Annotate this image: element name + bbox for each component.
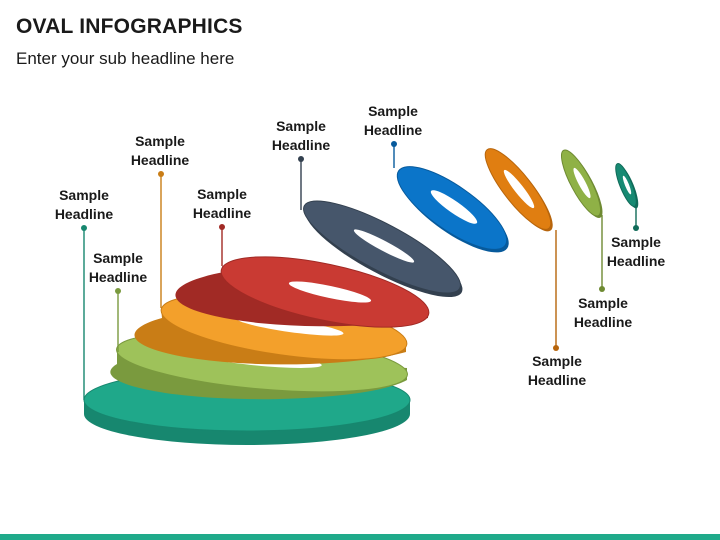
connector-9-dot	[633, 225, 639, 231]
oval-4-hole	[288, 281, 372, 303]
label-7: Sample Headline	[527, 353, 587, 388]
connector-3-dot	[158, 171, 164, 177]
connector-5-dot	[298, 156, 304, 162]
oval-9-hole	[622, 175, 632, 195]
label-1: Sample Headline	[54, 187, 114, 222]
oval-9	[615, 163, 639, 209]
connector-8-dot	[599, 286, 605, 292]
connector-4-dot	[219, 224, 225, 230]
oval-6-hole	[430, 190, 478, 224]
page-title: OVAL INFOGRAPHICS	[16, 15, 243, 38]
connector-2-dot	[115, 288, 121, 294]
label-6: Sample Headline	[363, 103, 423, 138]
connector-6-dot	[391, 141, 397, 147]
oval-4	[175, 256, 430, 328]
oval-7-hole	[503, 169, 535, 209]
label-9: Sample Headline	[606, 234, 666, 269]
label-5: Sample Headline	[271, 118, 331, 153]
oval-7	[484, 148, 553, 232]
oval-6	[396, 166, 509, 253]
connectors	[81, 141, 639, 400]
page-subtitle: Enter your sub headline here	[16, 49, 235, 68]
connector-1-dot	[81, 225, 87, 231]
connector-7-dot	[553, 345, 559, 351]
label-3: Sample Headline	[130, 133, 190, 168]
bottom-accent-bar	[0, 534, 720, 540]
label-4: Sample Headline	[192, 186, 252, 221]
label-8: Sample Headline	[573, 295, 633, 330]
oval-8	[561, 149, 603, 219]
oval-8-hole	[573, 167, 591, 199]
label-2: Sample Headline	[88, 250, 148, 285]
oval-5	[303, 200, 463, 298]
oval-5-hole	[353, 229, 415, 263]
